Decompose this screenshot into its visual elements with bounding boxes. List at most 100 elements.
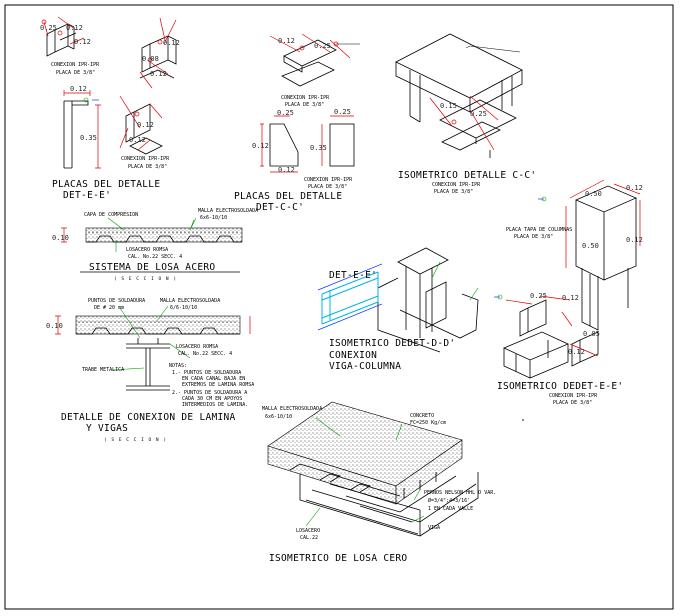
label-concreto-fc: FC=250 Kg/cm (410, 420, 446, 426)
dim-e3-b: 0.12 (129, 136, 146, 144)
label-trabe-metalica: TRABE METALICA (82, 367, 124, 373)
label-viga: VIGA (428, 525, 440, 531)
dim-plate-e-height: 0.35 (80, 134, 97, 142)
beam-column-connection: DET-E-E' ISOMETRICO DEDET-D-D' CONEXION … (317, 247, 479, 372)
title-placas-c: PLACAS DEL DETALLE (234, 191, 342, 202)
note-line-4: 2.- PUNTOS DE SOLDADURA A (172, 390, 247, 396)
label-placa-tapa-spec: PLACA DE 3/8" (514, 234, 553, 240)
detail-e-connection-1: 0.25 0.12 0.12 CONEXION IPR-IPR PLACA DE… (40, 16, 100, 76)
note-iso-e: CONEXION IPR-IPR (549, 393, 598, 399)
dim-plate-c-left: 0.12 (252, 142, 269, 150)
title-det-e: DET-E-E' (63, 190, 111, 201)
plate-e3: PLACA DE 3/8" (128, 164, 167, 170)
dim-cap-c: 0.50 (582, 242, 599, 250)
dim-iso-e-d: 0.12 (568, 348, 585, 356)
label-losacero-losa: LOSACERO ROMSA (126, 247, 168, 253)
note-line-3: EXTREMOS DE LAMINA ROMSA (182, 382, 254, 388)
dim-iso-c-b: 0.25 (470, 110, 487, 118)
note-line-2: EN CADA CANAL BAJA EN (182, 376, 245, 382)
label-soldadura-spec: DE # 20 mm (94, 305, 124, 311)
dim-e3-a: 0.12 (137, 121, 154, 129)
label-cal-losa: CAL. No.22 SECC. 4 (128, 254, 182, 260)
title-iso-d: ISOMETRICO DEDET-D-D' (329, 338, 455, 349)
plate-detail-e: 0.12 0.35 PLACAS DEL DETALLE DET-E-E' (52, 85, 160, 201)
losa-acero-section: CAPA DE COMPRESION MALLA ELECTROSOLDADA … (52, 208, 258, 282)
dim-e2-c: 0.12 (150, 70, 167, 78)
dim-e1-b: 0.12 (66, 24, 83, 32)
note-e1: CONEXION IPR-IPR (51, 62, 100, 68)
plate-c: PLACA DE 3/8" (285, 102, 324, 108)
label-malla-losa: MALLA ELECTROSOLDADA (198, 208, 258, 214)
note-plate-c: CONEXION IPR-IPR (304, 177, 353, 183)
dim-plate-c-right-top: 0.25 (334, 108, 351, 116)
dim-lamina-depth: 0.10 (46, 322, 63, 330)
plate-detail-c: 0.25 0.12 0.25 0.35 0.12 CONEXION IPR-IP… (234, 108, 355, 213)
label-malla-lamina: MALLA ELECTROSOLDADA (160, 298, 220, 304)
iso-losa-cero: MALLA ELECTROSOLDADA 6x6-10/10 CONCRETO … (262, 401, 496, 564)
note-c: CONEXION IPR-IPR (281, 95, 330, 101)
dim-e1-a: 0.25 (40, 24, 57, 32)
title-iso-c: ISOMETRICO DETALLE C-C' (398, 170, 536, 181)
sub-losa-seccion: ( S E C C I O N ) (114, 276, 177, 282)
title-y-vigas: Y VIGAS (86, 423, 128, 434)
dim-plate-c-bottom: 0.12 (278, 166, 295, 174)
plate-iso-c: PLACA DE 3/8" (434, 189, 473, 195)
dim-plate-e-top: 0.12 (70, 85, 87, 93)
dim-cap-a: 0.50 (585, 190, 602, 198)
dim-losa-depth: 0.10 (52, 234, 69, 242)
plate-plate-c: PLACA DE 3/8" (308, 184, 347, 190)
label-losacero-iso: LOSACERO (296, 528, 320, 534)
label-pernos-spec: Ø=3/4";4=3/16' (428, 497, 470, 504)
note-iso-c: CONEXION IPR-IPR (432, 182, 481, 188)
label-det-e-beam: DET-E-E' (329, 270, 377, 281)
title-conexion-lamina: DETALLE DE CONEXION DE LAMINA (61, 412, 236, 423)
sub-lamina-seccion: ( S E C C I O N ) (104, 437, 167, 443)
dim-e2-b: 0.08 (142, 55, 159, 63)
note-e3: CONEXION IPR-IPR (121, 156, 170, 162)
dim-cap-b: 0.12 (626, 184, 643, 192)
dim-iso-e-b: 0.12 (562, 294, 579, 302)
dim-iso-e-a: 0.25 (530, 292, 547, 300)
label-cal-iso: CAL.22 (300, 535, 318, 541)
iso-detail-c: 0.15 0.25 ISOMETRICO DETALLE C-C' CONEXI… (395, 33, 536, 195)
plate-iso-e: PLACA DE 3/8" (553, 400, 592, 406)
dim-iso-e-c: 0.05 (583, 330, 600, 338)
sheet-border (4, 4, 674, 610)
note-line-5: CADA 30 CM EN APOYOS (182, 396, 242, 402)
label-malla-lamina-spec: 6/6-10/10 (170, 305, 197, 311)
label-malla-iso: MALLA ELECTROSOLDADA (262, 406, 322, 412)
label-losacero-lamina: LOSACERO ROMSA (176, 344, 218, 350)
detail-e-connection-3: 0.12 0.12 CONEXION IPR-IPR PLACA DE 3/8" (119, 95, 170, 170)
stray-point (522, 419, 524, 421)
detail-e-connection-2: 0.12 0.08 0.12 (139, 17, 180, 89)
dim-c-a: 0.12 (278, 37, 295, 45)
label-placa-tapa: PLACA TAPA DE COLUMNAS (506, 227, 572, 233)
detail-c-connection: 0.12 0.25 CONEXION IPR-IPR PLACA DE 3/8" (269, 33, 360, 108)
title-iso-losa: ISOMETRICO DE LOSA CERO (269, 553, 407, 564)
title-viga-columna: VIGA-COLUMNA (329, 361, 401, 372)
title-placas-e: PLACAS DEL DETALLE (52, 179, 160, 190)
notes-heading: NOTAS: (169, 363, 187, 369)
dim-plate-c-top: 0.25 (277, 109, 294, 117)
label-cal-lamina: CAL. No.22 SECC. 4 (178, 351, 232, 357)
label-concreto: CONCRETO (410, 413, 434, 419)
title-det-c: DET-C-C' (256, 202, 304, 213)
title-conexion: CONEXION (329, 350, 377, 361)
dim-plate-c-right: 0.35 (310, 144, 327, 152)
iso-detail-e: 0.25 0.12 0.05 0.12 ISOMETRICO DEDET-E-E… (494, 292, 623, 406)
plate-e1: PLACA DE 3/8" (56, 70, 95, 76)
dim-c-b: 0.25 (314, 42, 331, 50)
title-sistema-losa: SISTEMA DE LOSA ACERO (89, 262, 215, 273)
column-cap-plate: 0.50 0.12 0.50 0.12 PLACA TAPA DE COLUMN… (506, 179, 643, 331)
label-malla-iso-spec: 6x6-10/10 (265, 414, 292, 420)
dim-e1-c: 0.12 (74, 38, 91, 46)
label-puntos-soldadura: PUNTOS DE SOLDADURA (88, 298, 145, 304)
note-line-1: 1.- PUNTOS DE SOLDADURA (172, 370, 241, 376)
note-line-6: INTERMEDIOS DE LAMINA. (182, 402, 248, 408)
label-pernos-nelson: PERNOS NELSON HHL O VAR. (424, 490, 496, 496)
label-malla-losa-spec: 6x6-10/10 (200, 215, 227, 221)
dim-iso-c-a: 0.15 (440, 102, 457, 110)
dim-e2-a: 0.12 (163, 39, 180, 47)
dim-cap-d: 0.12 (626, 236, 643, 244)
